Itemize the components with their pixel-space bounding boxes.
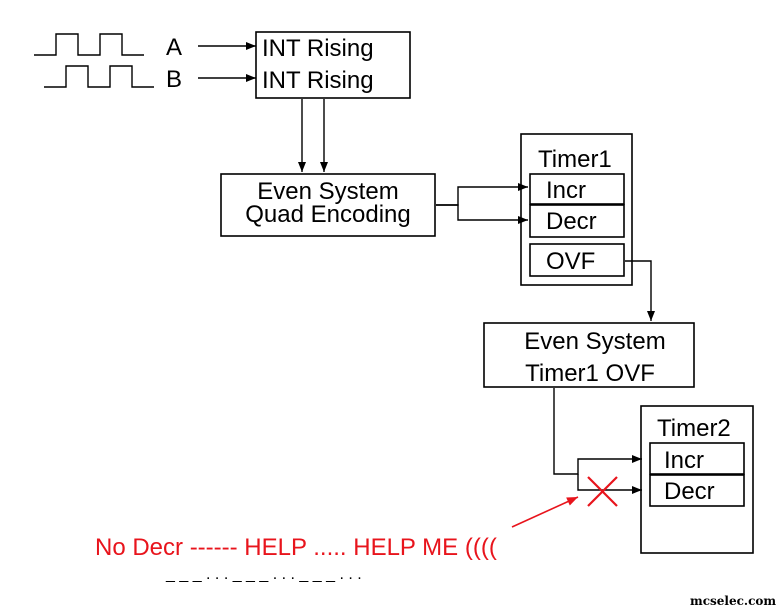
timer1-ovf-event-block: [483, 322, 695, 388]
signal-b-waveform: [44, 65, 154, 88]
timer1-ovf-box: [529, 243, 625, 277]
timer2-incr-label: Incr: [664, 447, 704, 474]
signal-a-label: A: [166, 34, 182, 61]
int-rising-block: [255, 31, 411, 99]
timer1-ovf-label: OVF: [546, 248, 595, 275]
timer1-incr-box: [529, 173, 625, 205]
int-rising-line2: INT Rising: [262, 67, 374, 94]
timer1-decr-box: [529, 204, 625, 238]
broken-connection-x-icon: [587, 476, 618, 507]
timer2-decr-label: Decr: [664, 478, 715, 505]
timer1-incr-label: Incr: [546, 177, 586, 204]
quad-encoding-line2: Quad Encoding: [245, 201, 410, 228]
quad-to-decr-arrow: [436, 204, 528, 224]
timer2-block: [640, 405, 754, 554]
signal-a-waveform: [34, 33, 144, 56]
timer1-title: Timer1: [538, 146, 612, 173]
timer2-incr-box: [649, 442, 745, 475]
timer1-ovf-event-line1: Even System: [524, 328, 665, 355]
event-to-incr-arrow: [553, 388, 642, 475]
timer2-decr-box: [649, 474, 745, 507]
timer1-block: [520, 133, 633, 286]
timer2-title: Timer2: [657, 415, 731, 442]
quad-encoding-line1: Even System: [257, 178, 398, 205]
quad-to-incr-arrow: [436, 183, 528, 206]
watermark: mcselec.com: [690, 594, 776, 608]
signal-b-label: B: [166, 66, 182, 93]
quad-encoding-block: [220, 173, 436, 237]
event-to-decr-arrow: [577, 474, 642, 494]
int-rising-line1: INT Rising: [262, 35, 374, 62]
help-annotation: No Decr ------ HELP ..... HELP ME ((((: [95, 534, 497, 561]
timer1-decr-label: Decr: [546, 208, 597, 235]
timer1-ovf-event-line2: Timer1 OVF: [525, 360, 655, 387]
ovf-to-event-arrow: [625, 260, 655, 321]
sos-morse-line: _ _ _ . . . _ _ _ . . . _ _ _ . . .: [165, 566, 362, 583]
annotation-arrow: [511, 496, 579, 528]
